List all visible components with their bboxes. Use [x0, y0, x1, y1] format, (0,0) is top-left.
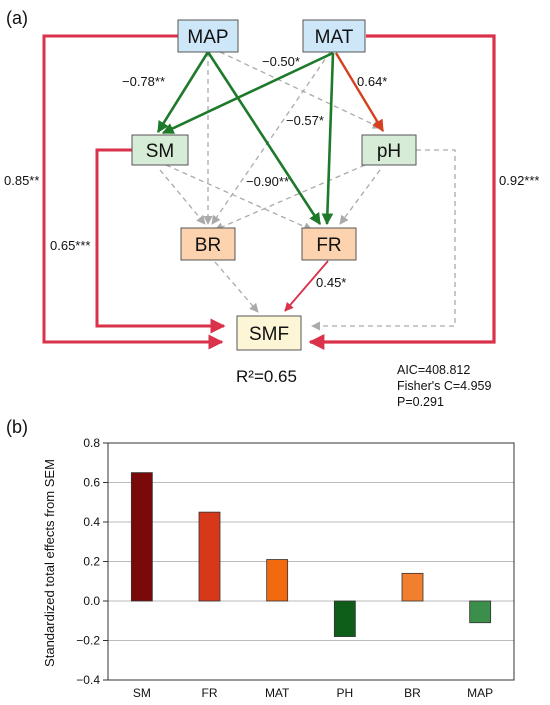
x-tick-label: FR	[202, 686, 218, 700]
negative-paths	[156, 51, 335, 226]
node-sm: SM	[131, 134, 189, 166]
bar-map	[469, 600, 492, 624]
stat-fishers-c: Fisher's C=4.959	[397, 379, 491, 393]
effects-chart: 0.8 0.6 0.4 0.2 0.0 −0.2 −0.4SM FR MAT PH BR MAP	[76, 436, 515, 700]
y-tick-label: 0.6	[83, 476, 100, 490]
bar-br	[401, 572, 424, 602]
stat-p: P=0.291	[397, 395, 444, 409]
path-br-smf	[214, 261, 259, 313]
path-sm-br	[159, 169, 206, 225]
plot-frame	[107, 442, 515, 681]
y-tick-label: 0.4	[83, 515, 100, 529]
coef-map-sm: −0.78**	[122, 74, 165, 89]
node-fr: FR	[301, 227, 357, 261]
path-mat-ph	[334, 52, 385, 133]
node-smf-label: SMF	[249, 324, 289, 345]
path-ph-fr	[339, 169, 381, 225]
path-map-sm	[156, 51, 210, 133]
x-tick-label: SM	[133, 686, 151, 700]
node-br-label: BR	[195, 235, 221, 256]
path-mat-fr	[321, 52, 335, 226]
coef-fr-smf: 0.45*	[316, 275, 346, 290]
y-tick-label: 0.8	[83, 436, 100, 450]
y-tick-label: 0.0	[83, 594, 100, 608]
x-tick-label: BR	[404, 686, 421, 700]
coef-sm-smf: 0.65***	[50, 238, 90, 253]
coef-map-smf: 0.85**	[4, 173, 39, 188]
path-map-fr	[206, 51, 322, 225]
path-map-smf	[42, 34, 224, 350]
coef-mat-fr: −0.57*	[286, 113, 324, 128]
x-tick-label: PH	[336, 686, 353, 700]
node-mat-label: MAT	[315, 27, 354, 48]
node-br: BR	[180, 227, 236, 261]
node-map: MAP	[177, 19, 239, 53]
coef-sm-fr: −0.90**	[246, 174, 289, 189]
node-smf: SMF	[236, 315, 302, 351]
bar-mat	[266, 559, 289, 602]
path-sm-smf	[95, 148, 226, 334]
y-tick-label: −0.2	[76, 634, 100, 648]
panel-a-label: (a)	[6, 8, 28, 28]
path-ph-smf	[311, 149, 456, 331]
path-mat-smf	[308, 34, 496, 350]
node-map-label: MAP	[187, 27, 228, 48]
coef-mat-sm: −0.50*	[262, 54, 300, 69]
node-sm-label: SM	[146, 141, 175, 162]
panel-b-label: (b)	[6, 417, 28, 437]
x-tick-label: MAP	[467, 686, 493, 700]
path-map-ph	[219, 51, 382, 129]
nonsignificant-paths	[159, 51, 456, 331]
bar-fr	[198, 511, 221, 602]
y-axis-label: Standardized total effects from SEM	[42, 459, 57, 667]
y-tick-label: −0.4	[76, 673, 100, 687]
r-squared: R²=0.65	[236, 367, 297, 386]
bar-sm	[130, 472, 153, 602]
coef-mat-ph: 0.64*	[357, 74, 387, 89]
path-mat-sm	[161, 51, 334, 135]
path-mat-br	[211, 51, 331, 225]
positive-paths	[42, 34, 496, 350]
path-ph-br	[214, 164, 366, 231]
coef-mat-smf: 0.92***	[499, 173, 539, 188]
path-fr-smf	[284, 260, 329, 312]
y-tick-label: 0.2	[83, 555, 100, 569]
bar-ph	[333, 600, 356, 637]
node-mat: MAT	[302, 19, 366, 53]
node-ph: pH	[361, 134, 417, 166]
x-tick-label: MAT	[265, 686, 290, 700]
stat-aic: AIC=408.812	[397, 363, 470, 377]
node-fr-label: FR	[316, 235, 341, 256]
node-ph-label: pH	[377, 141, 401, 162]
